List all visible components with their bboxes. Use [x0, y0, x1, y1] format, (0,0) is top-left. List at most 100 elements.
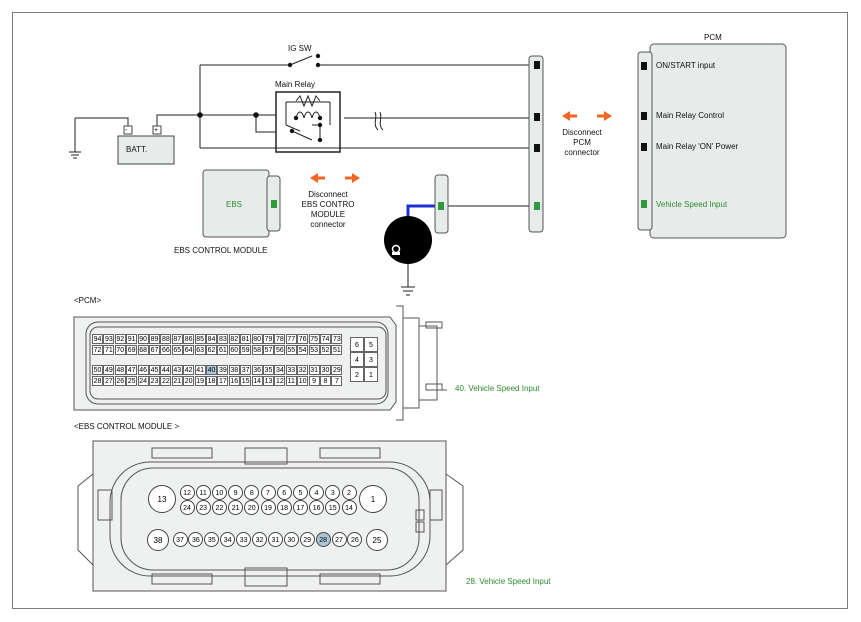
disconnect-ebs-label: Disconnect EBS CONTRO MODULE connector	[301, 190, 355, 229]
ebs-pin: 29	[299, 531, 315, 547]
pcm-pin: 41	[194, 365, 206, 375]
ebs-pin: 19	[260, 499, 276, 515]
ebs-pin: 17	[292, 499, 308, 515]
pcm-pin: 63	[194, 345, 206, 355]
pcm-connector-title: <PCM>	[74, 296, 102, 305]
pcm-pin: 28	[92, 376, 103, 386]
pcm-pin: 42	[183, 365, 195, 375]
pcm-pin: 79	[263, 334, 274, 344]
pcm-pin: 76	[297, 334, 309, 344]
pcm-pin: 48	[114, 365, 126, 375]
pcm-pin: 8	[320, 376, 331, 386]
pcm-aux-pin: 4	[350, 352, 364, 367]
pcm-pin: 44	[160, 365, 172, 375]
pcm-pin-main-relay-control: Main Relay Control	[656, 111, 725, 120]
pcm-pin: 24	[137, 376, 149, 386]
pcm-aux-pin: 3	[364, 352, 378, 367]
pcm-pin: 26	[114, 376, 126, 386]
vehicle-speed-sensor	[384, 216, 432, 264]
pcm-pin: 94	[92, 334, 103, 344]
ebs-pin-large: 25	[366, 529, 388, 551]
main-relay-label: Main Relay	[275, 80, 316, 89]
pcm-pin: 55	[285, 345, 297, 355]
pcm-aux-pin: 6	[350, 337, 364, 352]
pcm-pin: 62	[206, 345, 217, 355]
relay-coil	[295, 111, 321, 119]
pcm-pin: 78	[274, 334, 286, 344]
ebs-module-caption: EBS CONTROL MODULE	[174, 246, 268, 255]
main-relay-box	[275, 91, 341, 153]
pcm-pin: 91	[126, 334, 138, 344]
pcm-pin: 25	[126, 376, 138, 386]
pcm-pin: 10	[297, 376, 309, 386]
ebs-pin: 31	[267, 531, 283, 547]
ebs-pin: 30	[283, 531, 299, 547]
pcm-pin: 15	[240, 376, 252, 386]
ebs-pin: 14	[341, 499, 357, 515]
pcm-pin: 56	[274, 345, 286, 355]
pcm-pin: 17	[217, 376, 229, 386]
pcm-pin: 86	[183, 334, 195, 344]
pcm-pin: 35	[263, 365, 274, 375]
ebs-pin: 21	[228, 499, 244, 515]
ebs-pin-large: 13	[148, 485, 176, 513]
battery-positive-label: +	[154, 127, 159, 134]
ebs-box-label: EBS	[226, 200, 243, 209]
pcm-pin: 70	[114, 345, 126, 355]
pcm-pin: 92	[114, 334, 126, 344]
pcm-pin: 40	[206, 365, 217, 375]
pcm-pin: 32	[297, 365, 309, 375]
pcm-pin: 60	[228, 345, 240, 355]
pcm-pin: 36	[251, 365, 263, 375]
pcm-pin: 68	[137, 345, 149, 355]
pcm-pin: 18	[206, 376, 217, 386]
pcm-pin: 45	[149, 365, 160, 375]
pcm-pin: 20	[183, 376, 195, 386]
pcm-pin: 19	[194, 376, 206, 386]
pcm-pin: 67	[149, 345, 160, 355]
pcm-pin: 50	[92, 365, 103, 375]
pcm-pin: 9	[308, 376, 320, 386]
pcm-pin: 21	[171, 376, 183, 386]
pcm-pin: 7	[331, 376, 343, 386]
ebs-pin: 16	[309, 499, 325, 515]
ebs-pin: 20	[244, 499, 260, 515]
battery-negative-label: -	[125, 127, 128, 134]
ebs-pin: 4	[309, 484, 325, 500]
pcm-pin: 74	[320, 334, 331, 344]
pcm-pin: 38	[228, 365, 240, 375]
pcm-pin: 14	[251, 376, 263, 386]
pcm-pin: 31	[308, 365, 320, 375]
pcm-pin: 23	[149, 376, 160, 386]
ebs-pin: 15	[325, 499, 341, 515]
ebs-pin: 35	[204, 531, 220, 547]
relay-resistor	[295, 94, 321, 108]
ebs-pin: 5	[292, 484, 308, 500]
ebs-pin: 33	[236, 531, 252, 547]
battery-ground-symbol	[69, 118, 81, 159]
pcm-pin: 73	[331, 334, 343, 344]
pcm-pin: 93	[103, 334, 115, 344]
ebs-pin: 22	[211, 499, 227, 515]
ebs-pin: 34	[220, 531, 236, 547]
pcm-pin-vehicle-speed: Vehicle Speed Input	[656, 200, 728, 209]
pcm-pin: 53	[308, 345, 320, 355]
pcm-pin: 34	[274, 365, 286, 375]
pcm-pin: 87	[171, 334, 183, 344]
ig-switch-label: IG SW	[288, 44, 312, 53]
ebs-pin: 7	[260, 484, 276, 500]
pcm-pin: 37	[240, 365, 252, 375]
pcm-pin: 66	[160, 345, 172, 355]
pcm-pin: 89	[149, 334, 160, 344]
pcm-pin: 72	[92, 345, 103, 355]
pcm-pin: 61	[217, 345, 229, 355]
ebs-pin: 6	[276, 484, 292, 500]
pcm-pin: 43	[171, 365, 183, 375]
ebs-pin: 8	[244, 484, 260, 500]
ebs-pin: 37	[172, 531, 188, 547]
disconnect-arrows	[310, 111, 612, 183]
ebs-pin: 12	[179, 484, 195, 500]
pcm-pin: 11	[285, 376, 297, 386]
ebs-pin: 11	[195, 484, 211, 500]
ebs-callout: 28. Vehicle Speed Input	[466, 577, 551, 586]
